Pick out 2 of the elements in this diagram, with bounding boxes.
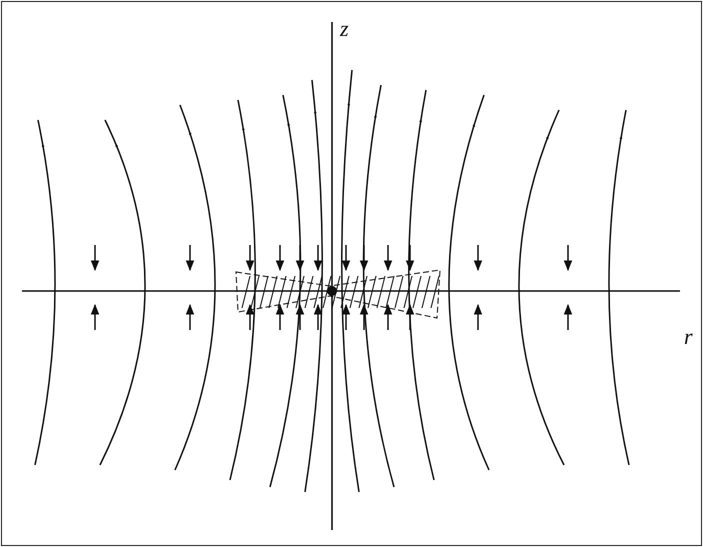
axis-label: r: [684, 326, 693, 348]
axis-label: z: [340, 18, 349, 40]
